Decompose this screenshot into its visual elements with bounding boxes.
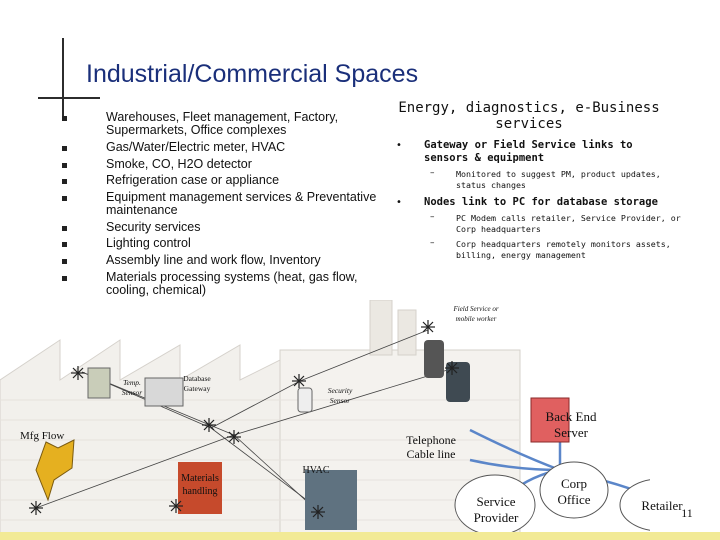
node-spark-icon xyxy=(421,320,435,334)
gateway-item: Gateway or Field Service links to sensor… xyxy=(424,139,633,164)
node-spark-icon xyxy=(71,366,85,380)
bullet-dot-icon: • xyxy=(396,197,402,208)
temp-sensor-label: Temp. Sensor xyxy=(121,378,143,397)
corp-office-label: Corp Office xyxy=(557,476,591,507)
thermostat-icon xyxy=(87,367,111,399)
bullet-item: Assembly line and work flow, Inventory xyxy=(62,253,402,267)
robot-arm-icon xyxy=(35,439,75,502)
bullet-dot-icon: • xyxy=(396,140,402,151)
hvac-unit-icon xyxy=(305,470,357,530)
bullet-list: Warehouses, Fleet management, Factory, S… xyxy=(62,110,402,301)
node-spark-icon xyxy=(292,374,306,388)
bullet-square-icon xyxy=(62,275,67,281)
bullet-square-icon xyxy=(62,146,67,151)
mfg-flow-label: Mfg Flow xyxy=(20,430,65,442)
security-sensor-icon xyxy=(297,387,313,413)
bullet-square-icon xyxy=(62,179,67,185)
node-spark-icon xyxy=(169,499,183,513)
hvac-label: HVAC xyxy=(302,465,330,476)
field-service-label: Field Service or mobile worker xyxy=(453,305,499,323)
mobile-phone-icon xyxy=(424,340,444,378)
back-end-server-label: Back End Server xyxy=(545,409,597,440)
bullet-item: Gas/Water/Electric meter, HVAC xyxy=(62,140,402,154)
corp-office-cloud-icon xyxy=(539,461,609,519)
back-end-server-icon xyxy=(530,397,570,443)
node-spark-icon xyxy=(29,501,43,515)
bottom-bar xyxy=(0,532,720,540)
slide-title: Industrial/Commercial Spaces xyxy=(86,60,419,88)
retailer-cloud-icon xyxy=(619,479,650,531)
node-spark-icon xyxy=(445,361,459,375)
bullet-square-icon xyxy=(62,162,67,168)
bullet-square-icon xyxy=(62,116,67,121)
nodes-subitem-2: Corp headquarters remotely monitors asse… xyxy=(456,239,671,260)
telephone-cable-label: Telephone Cable line xyxy=(406,433,456,461)
bullet-item: Smoke, CO, H2O detector xyxy=(62,157,402,171)
node-spark-icon xyxy=(311,505,325,519)
bullet-item: Equipment management services & Preventa… xyxy=(62,190,402,218)
dash-icon: – xyxy=(430,238,435,248)
bullet-item: Warehouses, Fleet management, Factory, S… xyxy=(62,110,402,138)
bullet-square-icon xyxy=(62,225,67,231)
service-provider-label: Service Provider xyxy=(473,494,519,525)
gateway-device-icon xyxy=(144,377,184,407)
bullet-item: Security services xyxy=(62,220,402,234)
page-number: 11 xyxy=(681,506,693,520)
bullet-square-icon xyxy=(62,242,67,248)
nodes-subitem-1: PC Modem calls retailer, Service Provide… xyxy=(456,213,681,234)
node-spark-icon xyxy=(227,430,241,444)
nodes-item: Nodes link to PC for database storage xyxy=(424,196,658,208)
title-vertical-rule xyxy=(62,38,64,120)
database-gateway-label: Database Gateway xyxy=(183,374,211,393)
security-sensor-label: Security Sensor xyxy=(327,386,353,405)
forklift-icon xyxy=(178,462,222,514)
materials-handling-label: Materials handling xyxy=(181,473,219,497)
bullet-item: Materials processing systems (heat, gas … xyxy=(62,270,402,298)
dash-icon: – xyxy=(430,212,435,222)
bullet-square-icon xyxy=(62,258,67,264)
bullet-item: Refrigeration case or appliance xyxy=(62,173,402,187)
right-heading: Energy, diagnostics, e-Business services xyxy=(398,100,660,132)
title-horizontal-rule xyxy=(38,97,100,99)
bullet-square-icon xyxy=(62,195,67,201)
gateway-subitem: Monitored to suggest PM, product updates… xyxy=(456,169,661,190)
retailer-label: Retailer xyxy=(641,498,683,513)
bullet-item: Lighting control xyxy=(62,237,402,250)
dash-icon: – xyxy=(430,168,435,178)
facility-illustration xyxy=(0,300,650,540)
node-spark-icon xyxy=(202,418,216,432)
